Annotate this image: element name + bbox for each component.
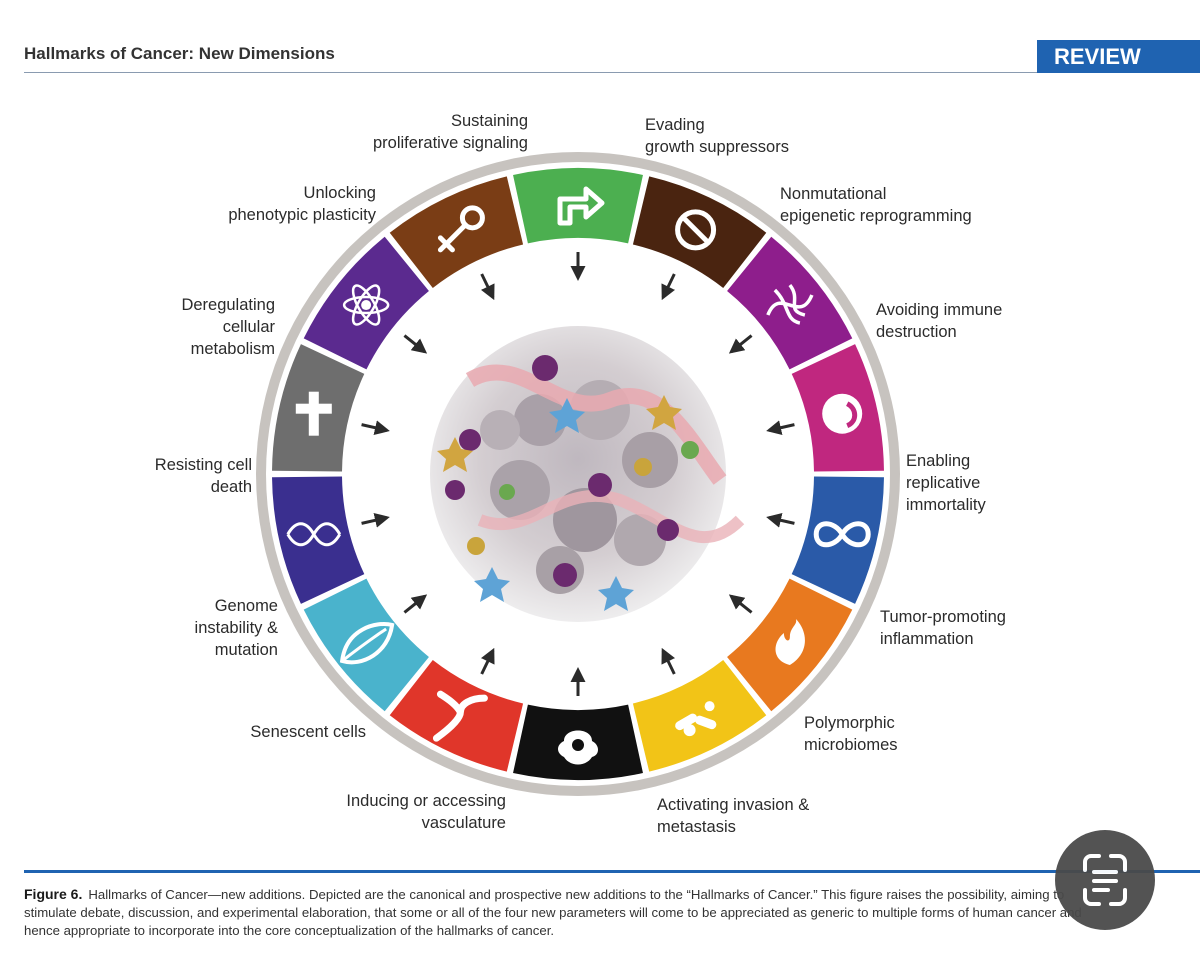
text-scan-icon <box>1083 854 1127 906</box>
label-invasion: Activating invasion &metastasis <box>657 796 810 836</box>
cross-icon <box>295 391 332 436</box>
chromatin-icon <box>766 283 814 325</box>
arrow-inflammation <box>728 594 753 614</box>
bacteria-icon <box>675 701 717 737</box>
arrow-epigenetic <box>728 334 753 354</box>
arrow-icon <box>557 186 605 226</box>
flame-icon <box>775 618 805 665</box>
arrow-senescent <box>403 594 428 614</box>
hallmarks-wheel-figure <box>256 152 900 796</box>
caption-divider <box>24 870 1200 873</box>
review-badge: REVIEW <box>1037 40 1200 73</box>
figure-caption: Figure 6.Hallmarks of Cancer—new additio… <box>24 885 1114 940</box>
tumor-illustration <box>430 326 745 622</box>
arrow-plasticity <box>480 273 495 301</box>
hallmark-segments <box>272 167 884 780</box>
arrow-genome <box>361 512 390 528</box>
inward-arrows <box>361 252 795 696</box>
arrow-vasculature <box>480 647 495 675</box>
segment-epigenetic <box>727 236 853 370</box>
leaf-icon <box>339 622 395 665</box>
arrow-cell-death <box>361 420 390 436</box>
arrow-metabolism <box>403 334 428 354</box>
header-divider <box>24 72 1200 73</box>
arrow-evading <box>661 273 676 301</box>
caption-text: Hallmarks of Cancer—new additions. Depic… <box>24 887 1082 938</box>
hallmark-icons <box>286 186 871 765</box>
segment-senescent <box>303 578 429 712</box>
no-entry-icon <box>675 209 717 251</box>
figure-label: Figure 6. <box>24 886 83 902</box>
atom-icon <box>342 284 390 326</box>
arrow-immortality <box>766 512 795 528</box>
text-scan-button[interactable] <box>1055 830 1155 930</box>
dna-icon <box>286 522 342 547</box>
key-icon <box>437 205 485 253</box>
label-senescent: Senescent cells <box>250 723 366 741</box>
infinity-icon <box>813 521 871 548</box>
arrow-immune <box>766 420 795 436</box>
immune-cell-icon <box>822 393 863 434</box>
page-header-title: Hallmarks of Cancer: New Dimensions <box>24 44 335 63</box>
metastasis-cell-icon <box>558 730 598 765</box>
arrow-microbiomes <box>661 647 676 675</box>
vessel-icon <box>432 690 488 742</box>
